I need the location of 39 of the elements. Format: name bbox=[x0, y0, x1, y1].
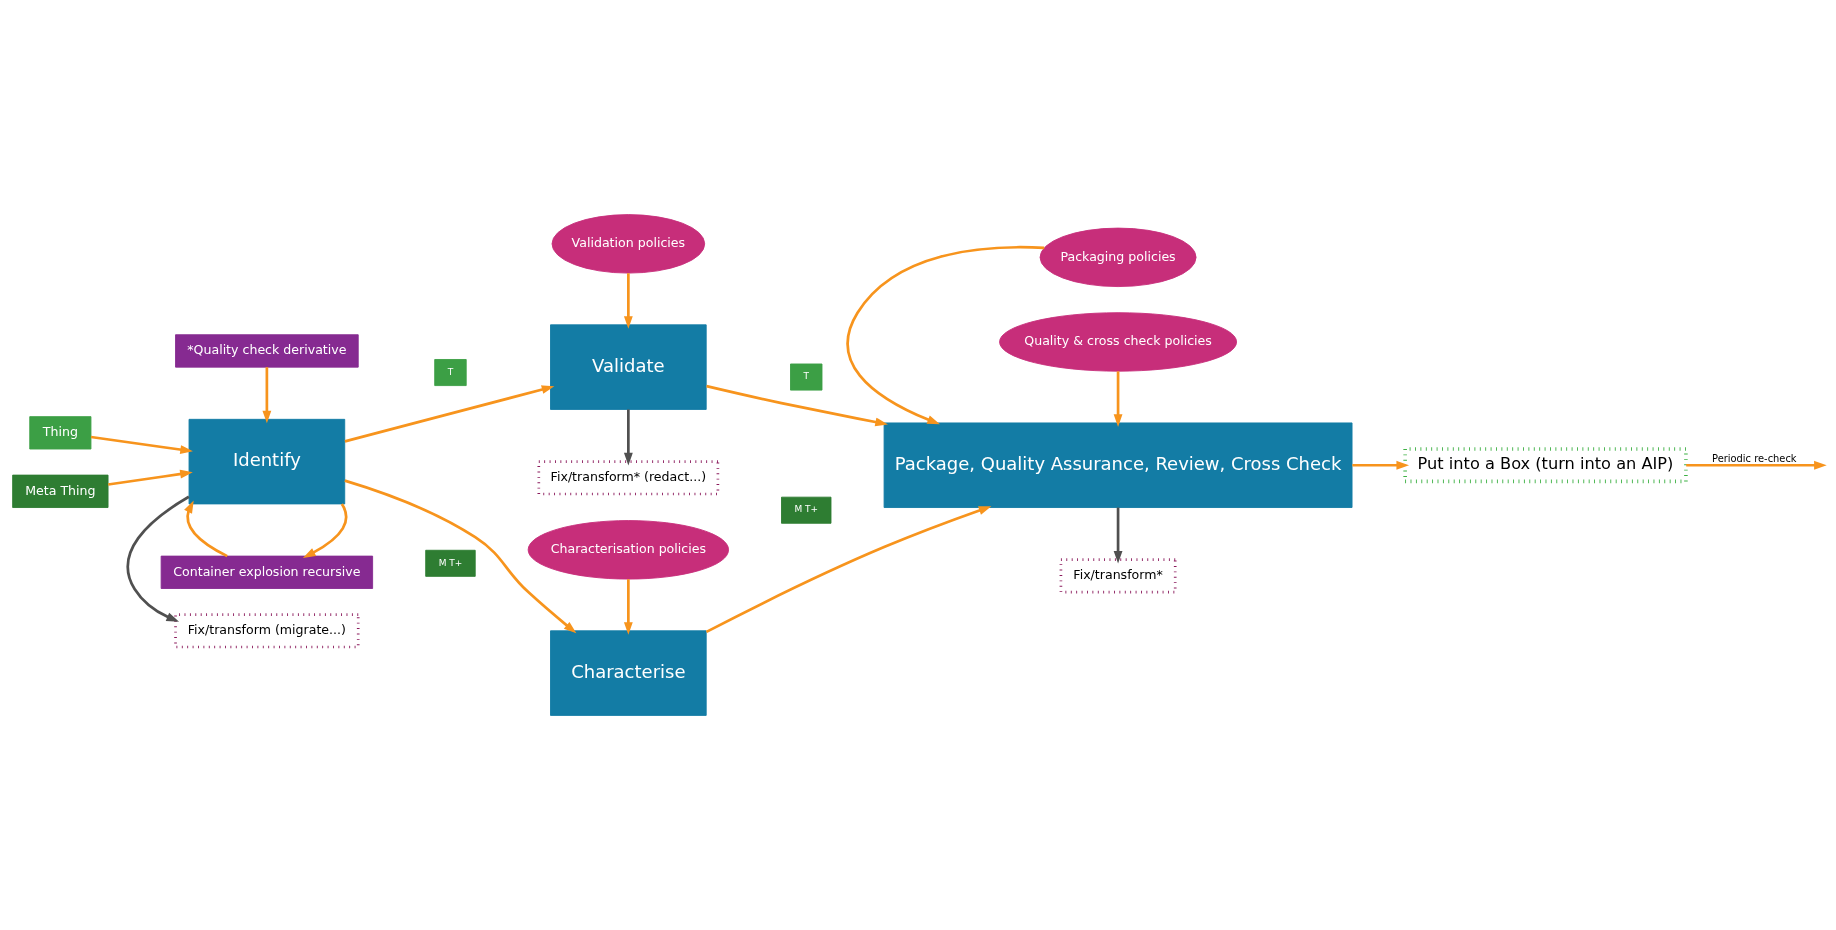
arrow bbox=[344, 479, 577, 634]
arrow bbox=[344, 385, 555, 443]
node-box: T bbox=[790, 363, 823, 391]
arrow bbox=[262, 367, 272, 424]
arrow bbox=[1113, 507, 1123, 564]
node-box: Fix/transform* (redact...) bbox=[537, 460, 720, 496]
node-ellipse: Packaging policies bbox=[1039, 227, 1197, 288]
node-ellipse: Characterisation policies bbox=[527, 520, 730, 580]
node-box: Fix/transform (migrate...) bbox=[174, 613, 360, 649]
arrow bbox=[1352, 460, 1410, 470]
node-box: Put into a Box (turn into an AIP) bbox=[1403, 447, 1688, 484]
arrow bbox=[90, 435, 193, 454]
node-box: Container explosion recursive bbox=[160, 555, 374, 589]
node-box: *Quality check derivative bbox=[175, 334, 359, 368]
node-box: M T+ bbox=[425, 549, 476, 577]
node-box: Package, Quality Assurance, Review, Cross Check bbox=[883, 422, 1353, 508]
node-box: Thing bbox=[29, 416, 92, 450]
arrow bbox=[623, 273, 633, 329]
node-box: T bbox=[434, 359, 467, 387]
arrow bbox=[846, 245, 1045, 425]
arrow bbox=[706, 384, 888, 427]
arrow bbox=[184, 500, 228, 558]
edge-label: Periodic re-check bbox=[1712, 453, 1797, 465]
arrow bbox=[623, 579, 633, 635]
node-ellipse: Validation policies bbox=[551, 214, 706, 274]
node-box: Fix/transform* bbox=[1059, 558, 1177, 594]
node-ellipse: Quality & cross check policies bbox=[999, 312, 1238, 372]
node-box: Characterise bbox=[550, 630, 707, 716]
arrow bbox=[1686, 460, 1827, 470]
node-box: Validate bbox=[550, 324, 707, 410]
node-box: Meta Thing bbox=[12, 474, 109, 508]
arrow bbox=[1113, 371, 1123, 427]
arrow bbox=[108, 469, 193, 486]
node-box: M T+ bbox=[781, 496, 832, 524]
arrow bbox=[705, 506, 992, 634]
arrow bbox=[302, 503, 348, 558]
node-box: Identify bbox=[188, 418, 346, 505]
arrow bbox=[623, 409, 633, 466]
arrow bbox=[126, 495, 190, 622]
